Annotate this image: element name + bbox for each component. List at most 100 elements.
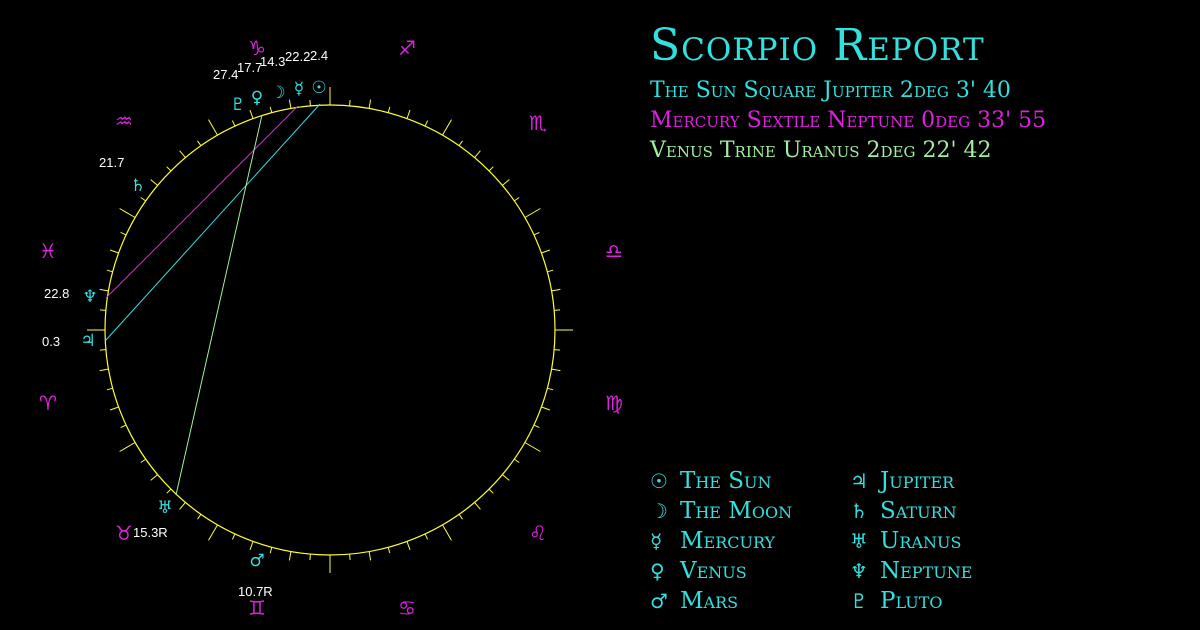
wheel-tick [231,120,236,127]
uranus-degree-label: 15.3R [133,525,168,540]
venus-icon: ♀ [650,559,665,583]
virgo-icon: ♍ [605,391,623,415]
wheel-tick [99,368,109,372]
wheel-tick [119,208,136,218]
sun-degree-label: 2.4 [310,48,328,63]
wheel-tick [231,533,236,540]
wheel-tick [514,197,520,202]
legend-label: Mars [680,588,739,614]
capricorn-icon: ♑ [248,36,266,60]
mercury-icon: ☿ [650,529,663,553]
wheel-tick [150,474,158,481]
wheel-tick [458,140,463,146]
wheel-tick [424,120,429,127]
wheel-tick [106,387,113,391]
libra-icon: ♎ [605,239,623,263]
wheel-tick [524,442,541,452]
aspect-lines [105,103,321,496]
mars-degree-label: 10.7R [238,584,273,599]
wheel-tick [368,551,372,561]
legend-label: Pluto [880,588,943,614]
moon-icon: ☽ [270,83,285,103]
wheel-tick [442,119,452,136]
wheel-tick [524,208,541,218]
wheel-tick [166,488,172,494]
taurus-icon: ♉ [115,521,133,545]
wheel-tick [140,458,146,463]
venus-degree-label: 17.7 [237,60,262,75]
wheel-tick [269,547,273,554]
aspect-venus-trine-uranus: Venus Trine Uranus 2deg 22' 42 [650,138,992,163]
wheel-tick [547,269,554,273]
saturn-icon: ♄ [850,499,868,523]
neptune-icon: ♆ [850,559,868,583]
jupiter-degree-label: 0.3 [42,334,60,349]
jupiter-icon: ♃ [850,469,868,493]
saturn-icon: ♄ [130,176,145,196]
legend-item-pluto: ♇ Pluto [850,588,943,614]
legend-label: Neptune [880,558,973,584]
report-title: Scorpio Report [650,20,985,71]
wheel-tick [533,231,540,236]
wheel-tick [554,349,561,351]
wheel-circle [104,104,556,556]
pluto-icon: ♇ [850,589,868,613]
natal-wheel: ♑ ♐ ♏ ♎ ♍ ♌ ♋ ♊ ♉ ♈ ♓ ♒ ☉ ☿ ☽ ♀ ♇ ♄ ♆ ♃ … [39,36,623,620]
mars-icon: ♂ [650,589,668,613]
pluto-icon: ♇ [230,95,245,115]
wheel-tick [150,179,158,186]
neptune-degree-label: 22.8 [44,286,69,301]
legend-item-jupiter: ♃ Jupiter [850,468,954,494]
wheel-tick [208,524,218,541]
moon-degree-label: 14.3 [260,54,285,69]
wheel-tick [387,547,391,554]
pisces-icon: ♓ [39,239,57,263]
legend-item-neptune: ♆ Neptune [850,558,972,584]
aspect-line-mercury-neptune [105,105,299,299]
wheel-tick [197,140,202,146]
moon-icon: ☽ [650,499,668,523]
wheel-tick [120,231,127,236]
wheel-tick [387,106,391,113]
jupiter-icon: ♃ [80,331,95,351]
wheel-tick [502,179,510,186]
wheel-tick [349,554,351,561]
wheel-tick [249,109,254,119]
wheel-tick [109,249,119,254]
wheel-tick [551,288,561,292]
pluto-degree-label: 27.4 [213,67,238,82]
wheel-tick [474,150,481,158]
neptune-icon: ♆ [82,287,97,307]
legend-item-uranus: ♅Uranus [850,528,961,554]
wheel-tick [551,368,561,372]
legend-item-mercury: ☿Mercury [650,528,775,554]
legend-label: Venus [680,558,747,584]
legend-item-venus: ♀ Venus [650,558,747,584]
wheel-tick [288,99,292,109]
sun-icon: ☉ [650,469,668,493]
mercury-icon: ☿ [294,79,304,99]
wheel-tick [474,502,481,510]
aspect-mercury-sextile-neptune: Mercury Sextile Neptune 0deg 33' 55 [650,108,1047,133]
wheel-tick [106,269,113,273]
degree-labels: 2.4 22.2 14.3 17.7 27.4 21.7 22.8 0.3 15… [42,48,328,599]
wheel-tick [119,442,136,452]
wheel-tick [99,309,106,311]
legend-label: The Sun [680,468,772,494]
wheel-tick [109,406,119,411]
legend-label: Saturn [880,498,957,524]
legend-item-moon: ☽The Moon [650,498,792,524]
wheel-tick [208,119,218,136]
legend-label: Jupiter [880,468,955,494]
uranus-icon: ♅ [850,529,868,553]
wheel-tick [488,166,494,172]
wheel-tick [140,197,146,202]
aries-icon: ♈ [39,391,57,415]
wheel-tick [541,249,551,254]
scorpio-icon: ♏ [529,111,547,135]
wheel-ticks [87,87,573,573]
planet-glyphs: ☉ ☿ ☽ ♀ ♇ ♄ ♆ ♃ ♅ ♂ [80,78,326,571]
wheel-tick [349,99,351,106]
aquarius-icon: ♒ [115,109,133,133]
wheel-tick [368,99,372,109]
